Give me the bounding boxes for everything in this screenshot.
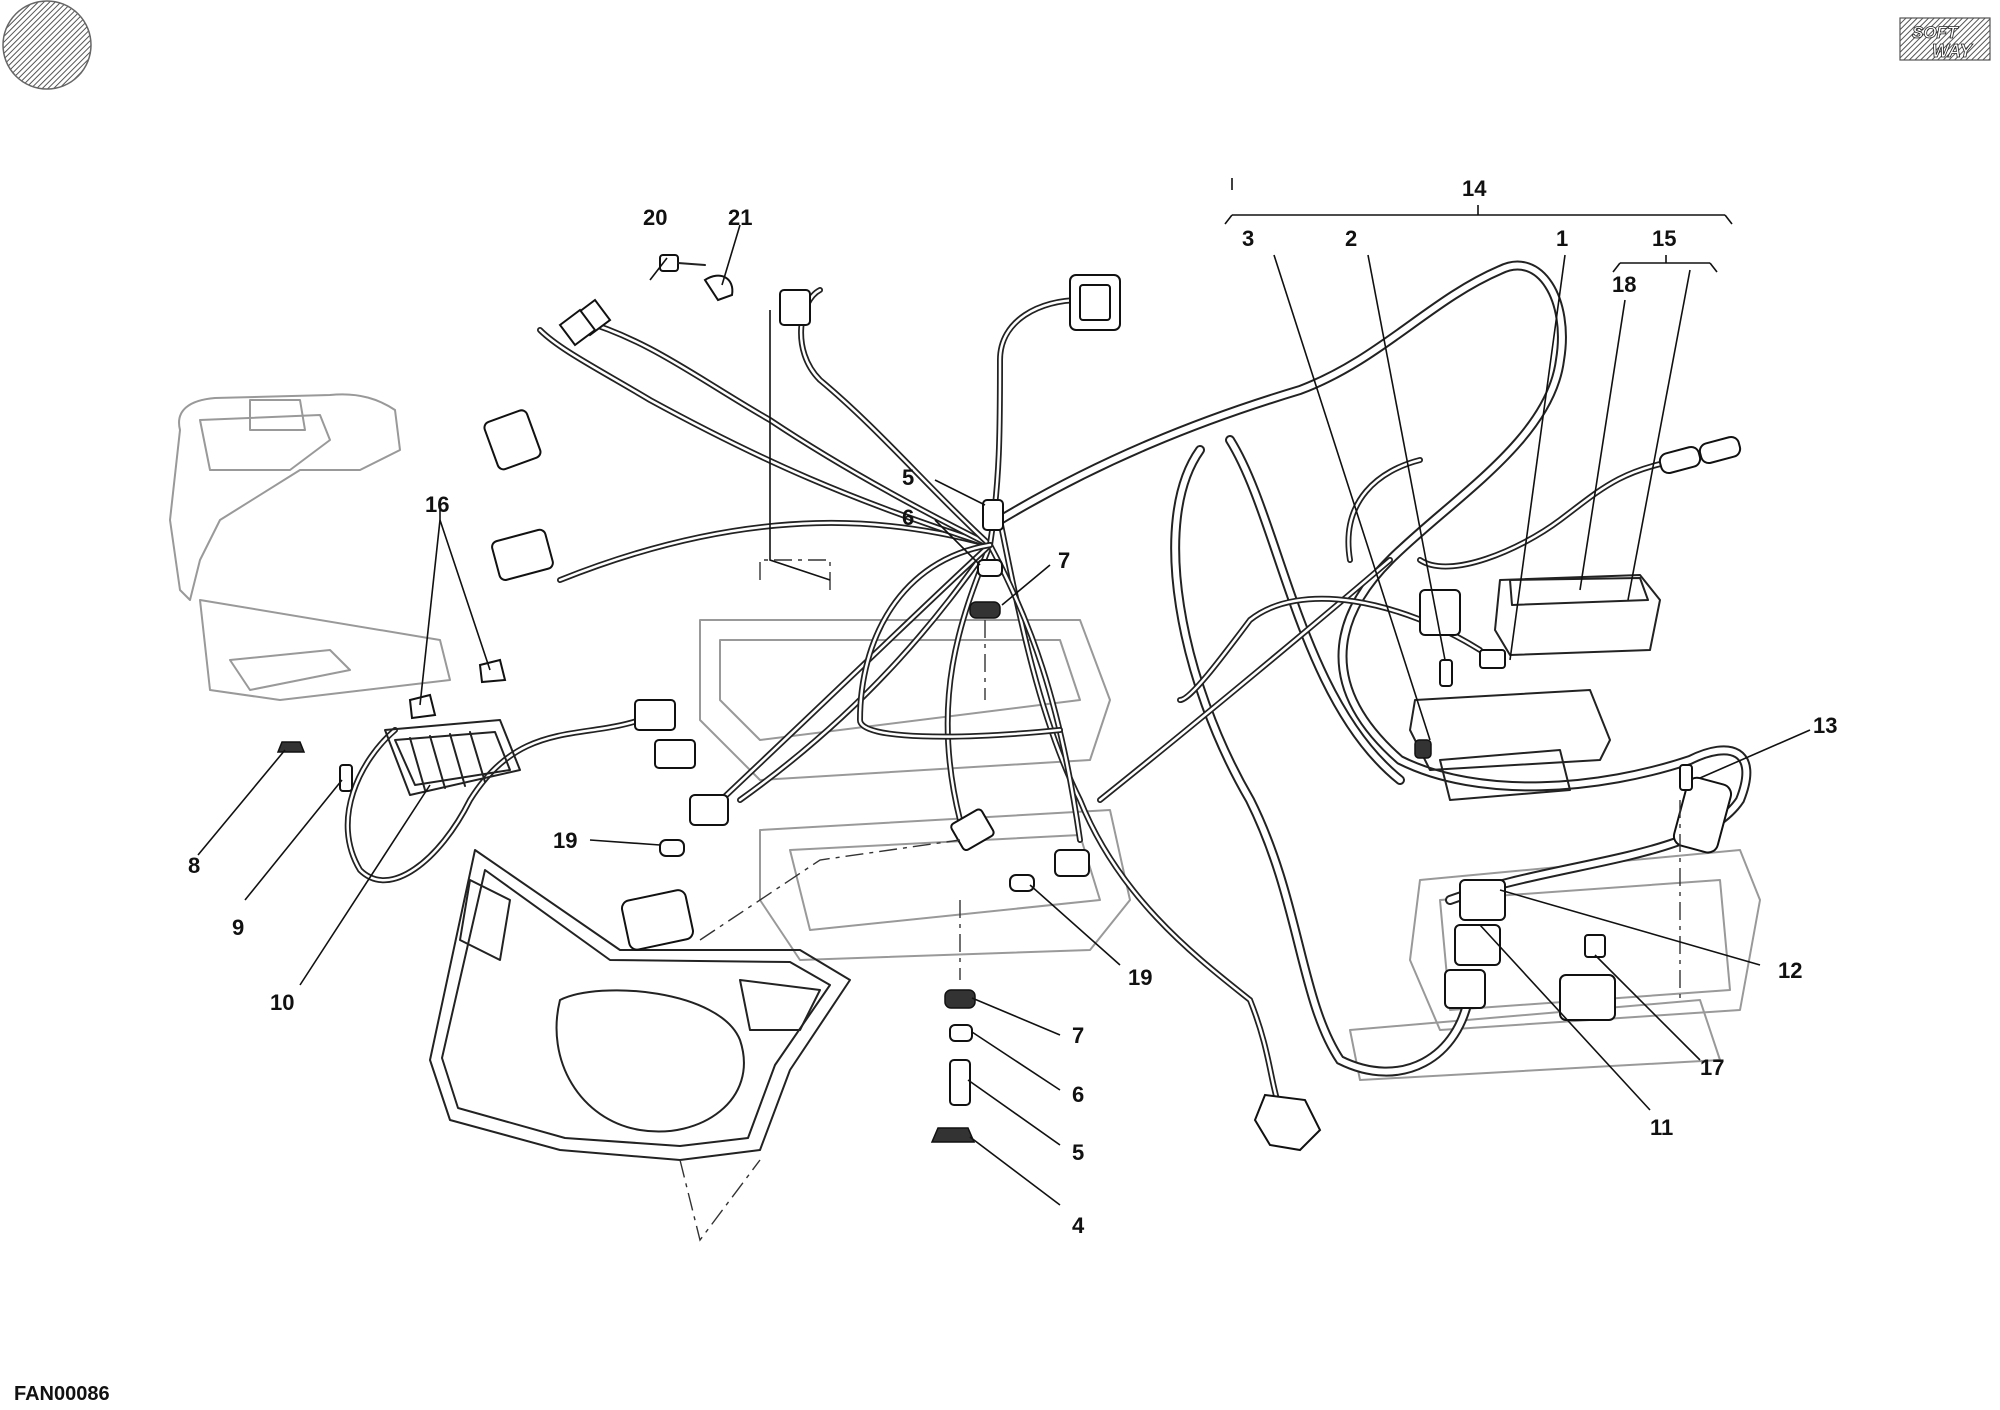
callout-10: 10: [270, 990, 294, 1015]
connector-right: [1672, 776, 1733, 854]
fuse-1: [1479, 649, 1506, 669]
callout-11: 11: [1650, 1115, 1673, 1140]
connector-center: [950, 808, 995, 852]
screw-5-bottom: [949, 1059, 971, 1106]
screw-5-top: [982, 499, 1004, 531]
nut-16a: [408, 693, 437, 720]
callout-14: 14: [1462, 176, 1487, 201]
grommet-7-top: [969, 601, 1001, 619]
bulb-19-right: [1009, 874, 1035, 892]
sensor-17: [1584, 934, 1606, 958]
connector-bottom-left: [620, 889, 694, 951]
brand-line2: WAY: [1932, 41, 1974, 61]
callout-18: 18: [1612, 272, 1636, 297]
drawing-code: FAN00086: [14, 1383, 110, 1405]
connectors: [483, 274, 1742, 1152]
callout-5-top: 5: [902, 465, 914, 490]
screw-9: [339, 764, 353, 792]
fuse-box: [1409, 574, 1661, 801]
callouts: 14 3 2 1 15 18 20 21 16 5 6 7 13 8 9 10 …: [188, 176, 1837, 1238]
callout-4: 4: [1072, 1213, 1085, 1238]
connector-harness-bottom: [1253, 1093, 1322, 1152]
headlight: [429, 849, 851, 1242]
callout-1: 1: [1556, 226, 1568, 251]
screw-2: [1439, 659, 1453, 687]
relay-right: [1559, 974, 1616, 1021]
connector-left-upper: [483, 409, 542, 471]
callout-19-left: 19: [553, 828, 577, 853]
connector-fuse: [1419, 589, 1461, 636]
bulb-19-left: [659, 839, 685, 857]
callout-5-bottom: 5: [1072, 1140, 1084, 1165]
nut-16b: [478, 658, 507, 684]
callout-9: 9: [232, 915, 244, 940]
bulb-socket-right: [1054, 849, 1090, 877]
connector-left-lower: [491, 528, 554, 581]
branch-wires: [344, 287, 1683, 884]
callout-7-bottom: 7: [1072, 1023, 1084, 1048]
callout-3: 3: [1242, 226, 1254, 251]
callout-2: 2: [1345, 226, 1357, 251]
bush-6-bottom: [949, 1024, 973, 1042]
bush-6-top: [977, 559, 1003, 577]
callout-16: 16: [425, 492, 449, 517]
callout-12: 12: [1778, 958, 1802, 983]
softway-logo-icon: SOFT WAY: [1899, 17, 1991, 61]
callout-13: 13: [1813, 713, 1837, 738]
hardware: [276, 254, 1693, 1143]
brand-line1: SOFT: [1912, 23, 1959, 42]
grommet-8: [276, 741, 306, 753]
connector-small: [779, 289, 811, 326]
bulb-socket-left: [689, 794, 729, 826]
callout-17: 17: [1700, 1055, 1724, 1080]
relay-upper: [1459, 879, 1506, 921]
callout-21: 21: [728, 205, 752, 230]
callout-8: 8: [188, 853, 200, 878]
clamp-21: [703, 274, 734, 302]
round-badge-icon: [2, 0, 92, 90]
grommet-3: [1414, 739, 1432, 759]
callout-7-top: 7: [1058, 548, 1070, 573]
leader-lines: [197, 178, 1811, 1206]
callout-6-bottom: 6: [1072, 1082, 1084, 1107]
callout-6-top: 6: [902, 505, 914, 530]
regulator-connector: [634, 699, 676, 731]
grommet-7-bottom: [944, 989, 976, 1009]
voltage-regulator: [384, 719, 521, 796]
alignment-lines: [699, 310, 1681, 1000]
callout-19-right: 19: [1128, 965, 1152, 990]
callout-15: 15: [1652, 226, 1676, 251]
screw-13: [1679, 764, 1693, 791]
callout-20: 20: [643, 205, 667, 230]
main-wiring-harness: [995, 260, 1752, 1113]
nut-4: [930, 1127, 976, 1143]
